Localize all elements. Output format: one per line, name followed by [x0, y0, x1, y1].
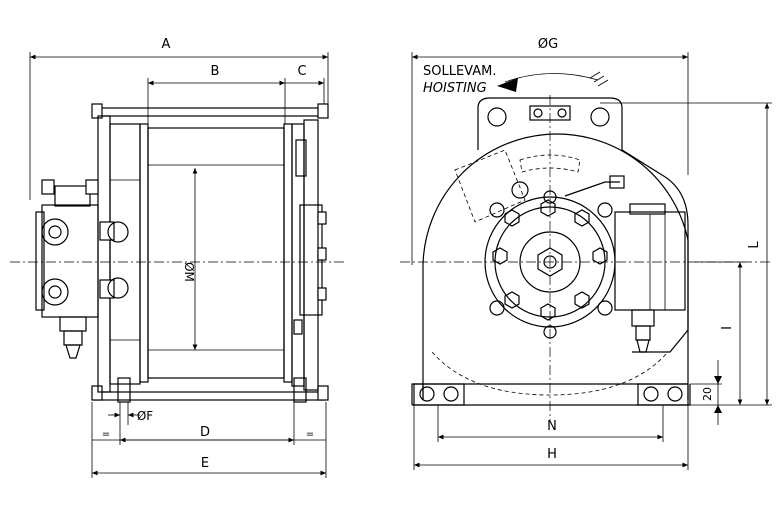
label-M: ØM	[182, 262, 196, 282]
label-L: L	[747, 241, 762, 249]
note-line1: SOLLEVAM.	[423, 64, 497, 79]
label-A: A	[162, 37, 171, 52]
label-20: 20	[701, 387, 714, 401]
dim-M: ØM	[182, 168, 198, 350]
dim-A: A	[29, 37, 329, 200]
hoisting-note: SOLLEVAM. HOISTING	[423, 64, 497, 96]
label-E: E	[201, 456, 209, 471]
label-D: D	[200, 425, 210, 440]
dim-N-H: N H	[413, 405, 689, 470]
label-H: H	[547, 447, 557, 462]
label-I: I	[720, 326, 735, 330]
label-eq-right: =	[306, 429, 314, 440]
dim-G: ØG	[411, 37, 689, 265]
label-B: B	[211, 64, 220, 79]
note-line2: HOISTING	[423, 81, 487, 96]
dim-L-I-20: L I 20	[600, 102, 772, 425]
dim-D-E-F: ØF = = D E	[91, 402, 327, 478]
side-view	[10, 103, 345, 403]
label-N: N	[547, 419, 557, 434]
label-F: ØF	[137, 409, 153, 423]
front-view	[400, 71, 770, 420]
label-G: ØG	[538, 37, 558, 52]
dim-B-C: B C	[147, 64, 325, 124]
label-C: C	[297, 64, 306, 79]
label-eq-left: =	[102, 429, 110, 440]
